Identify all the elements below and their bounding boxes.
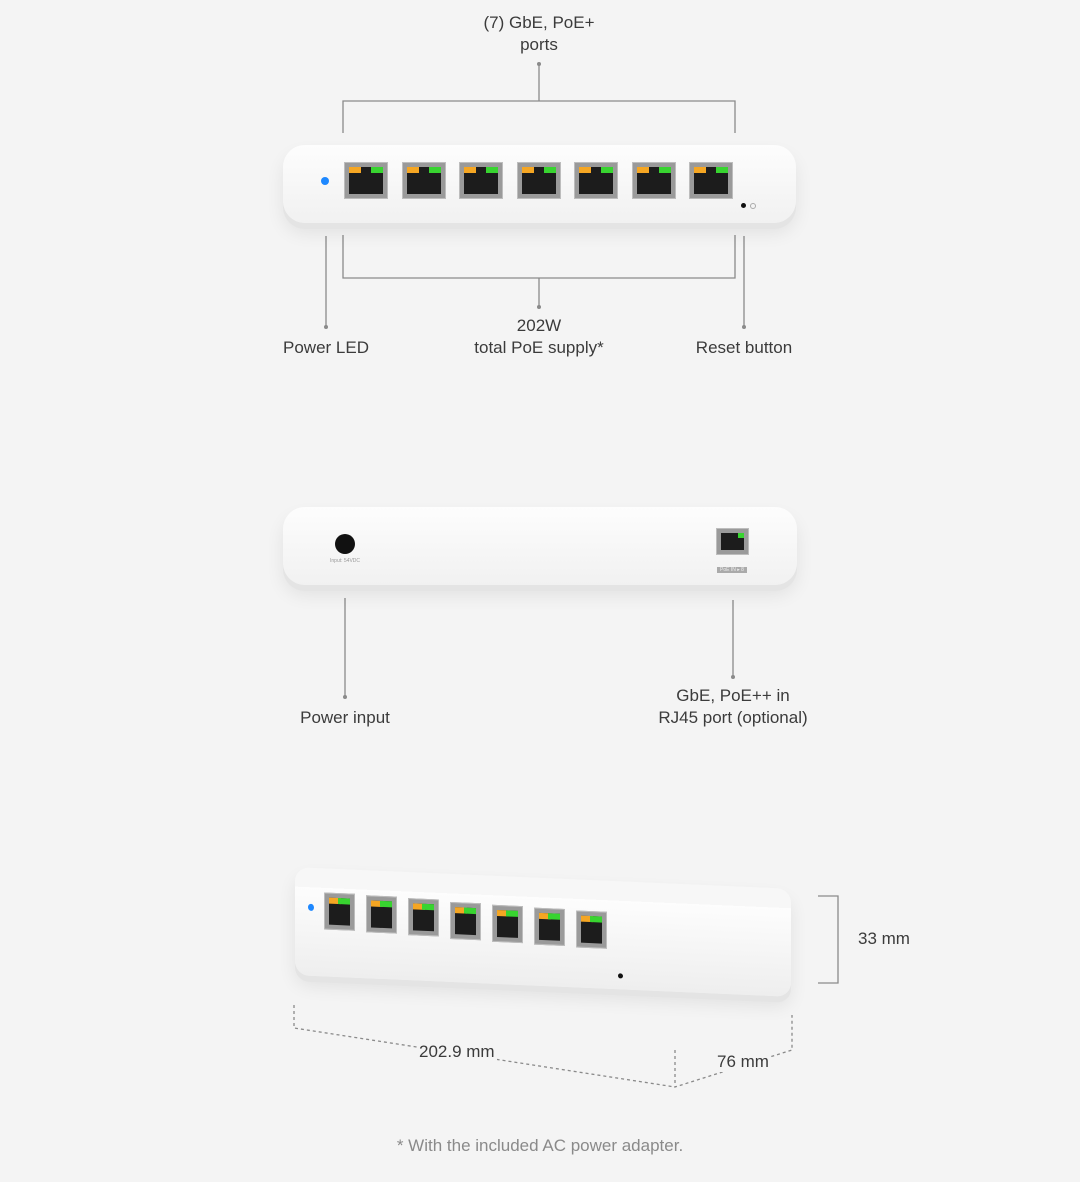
power-led-icon bbox=[321, 177, 329, 185]
poe-bracket bbox=[342, 235, 736, 307]
reset-symbol-icon bbox=[750, 203, 756, 209]
depth-dim-line bbox=[674, 1015, 793, 1088]
device-print-power: Input: 54VDC bbox=[330, 558, 361, 564]
footnote: * With the included AC power adapter. bbox=[396, 1136, 684, 1155]
uplink-port-label: GbE, PoE++ in RJ45 port (optional) bbox=[658, 685, 807, 729]
rj45-port-6 bbox=[631, 162, 676, 199]
rj45-port-1 bbox=[324, 892, 355, 931]
rj45-port-3 bbox=[459, 162, 503, 199]
rj45-port-1 bbox=[344, 162, 388, 199]
width-dim-line bbox=[293, 1005, 676, 1088]
height-dimension: 33 mm bbox=[858, 929, 910, 948]
rj45-port-4 bbox=[516, 162, 561, 199]
switch-perspective-view bbox=[295, 867, 791, 997]
rj45-port-3 bbox=[408, 898, 439, 937]
power-led-label: Power LED bbox=[283, 338, 369, 357]
uplink-port-icon bbox=[716, 528, 749, 555]
rj45-port-7 bbox=[576, 910, 607, 949]
switch-back-view: Input: 54VDC PoE IN ▸ 8 bbox=[283, 507, 797, 585]
rj45-port-4 bbox=[450, 901, 481, 940]
width-dimension: 202.9 mm bbox=[417, 1042, 497, 1062]
device-print-port: PoE IN ▸ 8 bbox=[717, 567, 747, 573]
rj45-port-2 bbox=[401, 162, 446, 199]
reset-button-label: Reset button bbox=[695, 338, 793, 357]
poe-supply-line1: 202W bbox=[516, 316, 562, 335]
depth-dimension: 76 mm bbox=[715, 1052, 771, 1072]
power-input-label: Power input bbox=[300, 708, 390, 727]
rj45-port-2 bbox=[366, 895, 397, 934]
ports-label-line1: (7) GbE, PoE+ bbox=[483, 13, 595, 32]
reset-button-icon-perspective bbox=[618, 973, 623, 979]
uplink-line2: RJ45 port (optional) bbox=[658, 708, 808, 727]
height-bracket bbox=[818, 895, 839, 984]
poe-supply-line2: total PoE supply* bbox=[474, 338, 604, 357]
switch-front-view bbox=[283, 145, 796, 223]
ports-bracket bbox=[342, 64, 736, 133]
power-input-jack-icon bbox=[335, 534, 355, 554]
rj45-port-5 bbox=[574, 162, 618, 199]
power-led-icon-perspective bbox=[308, 903, 314, 912]
rj45-port-7 bbox=[689, 162, 733, 199]
uplink-line1: GbE, PoE++ in bbox=[676, 686, 790, 705]
rj45-port-5 bbox=[492, 904, 523, 943]
reset-button-icon bbox=[741, 203, 746, 208]
rj45-port-6 bbox=[534, 907, 565, 946]
ports-label: (7) GbE, PoE+ ports bbox=[483, 12, 594, 56]
ports-label-line2: ports bbox=[520, 35, 558, 54]
poe-supply-label: 202W total PoE supply* bbox=[474, 315, 603, 359]
